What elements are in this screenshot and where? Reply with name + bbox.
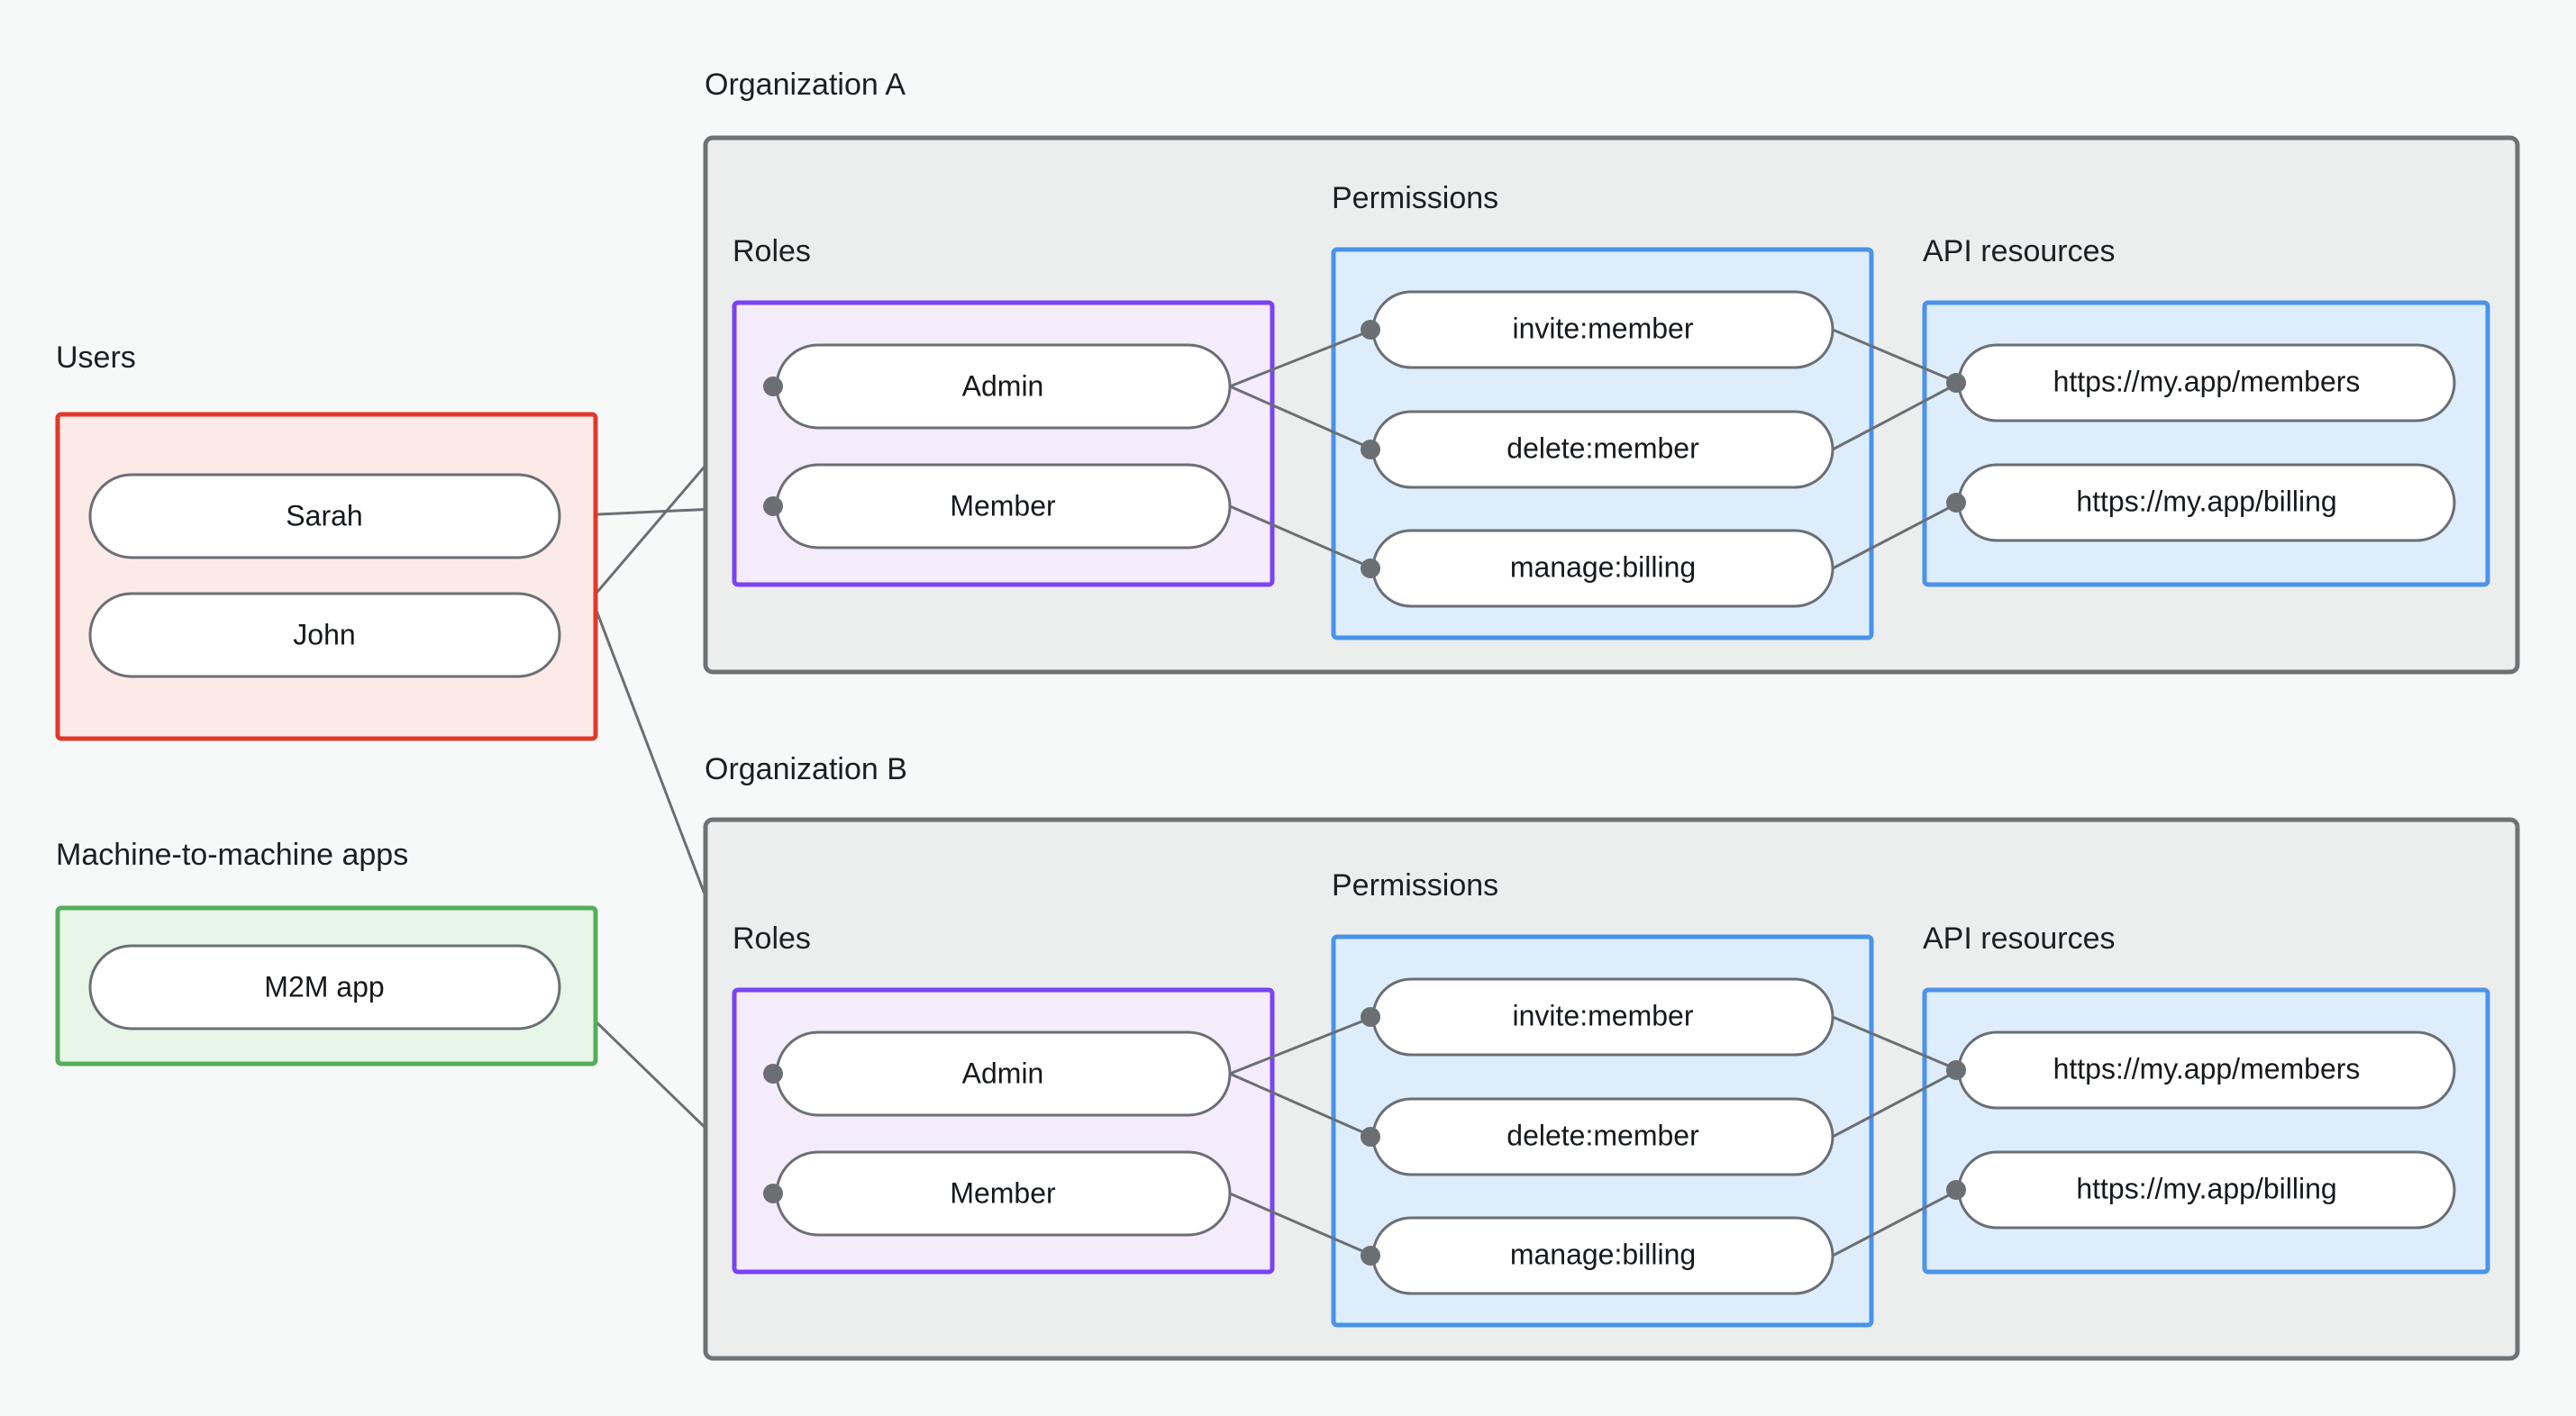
org-b-permissions-label: Permissions bbox=[1332, 868, 1498, 903]
edge-orgA-member-to-billing bbox=[1229, 504, 1374, 570]
dot-orgA-admin bbox=[763, 377, 783, 396]
org-b-role-member-label: Member bbox=[950, 1176, 1056, 1209]
edge-orgA-delete-to-members bbox=[1832, 381, 1960, 451]
edge-orgB-admin-to-invite bbox=[1229, 1015, 1374, 1076]
org-a-api-resource-members[interactable]: https://my.app/members bbox=[1957, 343, 2456, 422]
org-b-role-admin-label: Admin bbox=[962, 1057, 1044, 1089]
user-sarah-label: Sarah bbox=[286, 499, 362, 531]
user-john[interactable]: John bbox=[88, 592, 561, 678]
user-sarah[interactable]: Sarah bbox=[88, 473, 561, 559]
org-a-internal-edges bbox=[1229, 328, 1960, 570]
org-a-permissions-label: Permissions bbox=[1332, 181, 1498, 215]
org-b-role-member[interactable]: Member bbox=[775, 1150, 1232, 1237]
org-b-permission-invite-member[interactable]: invite:member bbox=[1371, 977, 1834, 1057]
dot-orgA-api-billing bbox=[1946, 493, 1966, 513]
org-a-permission-manage-billing[interactable]: manage:billing bbox=[1371, 529, 1834, 608]
org-b-roles-label: Roles bbox=[733, 921, 811, 956]
org-a-api-resources-label: API resources bbox=[1923, 234, 2116, 268]
org-a-permission-manage-billing-label: manage:billing bbox=[1510, 550, 1696, 583]
org-b-api-resource-billing[interactable]: https://my.app/billing bbox=[1957, 1150, 2456, 1230]
org-b-api-resource-members[interactable]: https://my.app/members bbox=[1957, 1030, 2456, 1110]
org-b-role-admin[interactable]: Admin bbox=[775, 1030, 1232, 1117]
org-a-role-member[interactable]: Member bbox=[775, 463, 1232, 549]
org-b-api-resources-label: API resources bbox=[1923, 921, 2116, 956]
org-b-permission-manage-billing[interactable]: manage:billing bbox=[1371, 1216, 1834, 1295]
edge-orgB-member-to-billing bbox=[1229, 1192, 1374, 1257]
dot-orgB-admin bbox=[763, 1064, 783, 1084]
org-b-api-resource-members-label: https://my.app/members bbox=[2053, 1052, 2361, 1085]
dot-orgA-invite bbox=[1361, 320, 1380, 340]
dot-orgB-member bbox=[763, 1184, 783, 1203]
org-b-permission-manage-billing-label: manage:billing bbox=[1510, 1238, 1696, 1270]
users-box bbox=[55, 412, 598, 741]
user-john-label: John bbox=[293, 618, 355, 650]
org-a-role-member-label: Member bbox=[950, 489, 1056, 522]
org-b-label: Organization B bbox=[705, 752, 907, 786]
edge-orgA-admin-to-delete bbox=[1229, 385, 1374, 451]
org-b-permission-delete-member[interactable]: delete:member bbox=[1371, 1097, 1834, 1176]
org-b-permission-delete-member-label: delete:member bbox=[1506, 1119, 1699, 1151]
org-a-permission-delete-member-label: delete:member bbox=[1506, 431, 1699, 464]
users-label: Users bbox=[56, 340, 136, 375]
org-a-api-resource-billing-label: https://my.app/billing bbox=[2076, 485, 2336, 517]
dot-orgA-delete bbox=[1361, 440, 1380, 459]
edge-orgB-invite-to-members bbox=[1832, 1015, 1960, 1072]
org-a-api-resource-billing[interactable]: https://my.app/billing bbox=[1957, 463, 2456, 542]
dot-orgB-invite bbox=[1361, 1007, 1380, 1027]
org-b-connector-dots bbox=[763, 1007, 1966, 1266]
org-a-permission-delete-member[interactable]: delete:member bbox=[1371, 410, 1834, 489]
org-b-permission-invite-member-label: invite:member bbox=[1513, 999, 1694, 1031]
m2m-label: Machine-to-machine apps bbox=[56, 838, 408, 872]
org-a-roles-label: Roles bbox=[733, 234, 811, 268]
dot-orgB-api-members bbox=[1946, 1060, 1966, 1080]
edge-orgA-invite-to-members bbox=[1832, 328, 1960, 385]
m2m-app[interactable]: M2M app bbox=[88, 944, 561, 1030]
org-a-label: Organization A bbox=[705, 68, 906, 102]
org-a-connector-dots bbox=[763, 320, 1966, 578]
org-b-internal-edges bbox=[1229, 1015, 1960, 1257]
org-a-role-admin[interactable]: Admin bbox=[775, 343, 1232, 430]
dot-orgB-api-billing bbox=[1946, 1180, 1966, 1200]
dot-orgB-manage-billing bbox=[1361, 1246, 1380, 1266]
m2m-app-label: M2M app bbox=[264, 970, 384, 1003]
dot-orgA-api-members bbox=[1946, 373, 1966, 393]
edge-orgB-billing-to-billing-url bbox=[1832, 1188, 1960, 1257]
edge-orgA-admin-to-invite bbox=[1229, 328, 1374, 388]
edge-orgA-billing-to-billing-url bbox=[1832, 501, 1960, 570]
dot-orgA-member bbox=[763, 496, 783, 516]
org-a-role-admin-label: Admin bbox=[962, 369, 1044, 402]
org-b-api-resource-billing-label: https://my.app/billing bbox=[2076, 1172, 2336, 1204]
dot-orgA-manage-billing bbox=[1361, 558, 1380, 578]
org-a-api-resource-members-label: https://my.app/members bbox=[2053, 365, 2361, 397]
org-a-permission-invite-member-label: invite:member bbox=[1513, 312, 1694, 344]
edge-orgB-delete-to-members bbox=[1832, 1068, 1960, 1139]
edge-orgB-admin-to-delete bbox=[1229, 1072, 1374, 1139]
org-a-permission-invite-member[interactable]: invite:member bbox=[1371, 290, 1834, 369]
dot-orgB-delete bbox=[1361, 1127, 1380, 1147]
